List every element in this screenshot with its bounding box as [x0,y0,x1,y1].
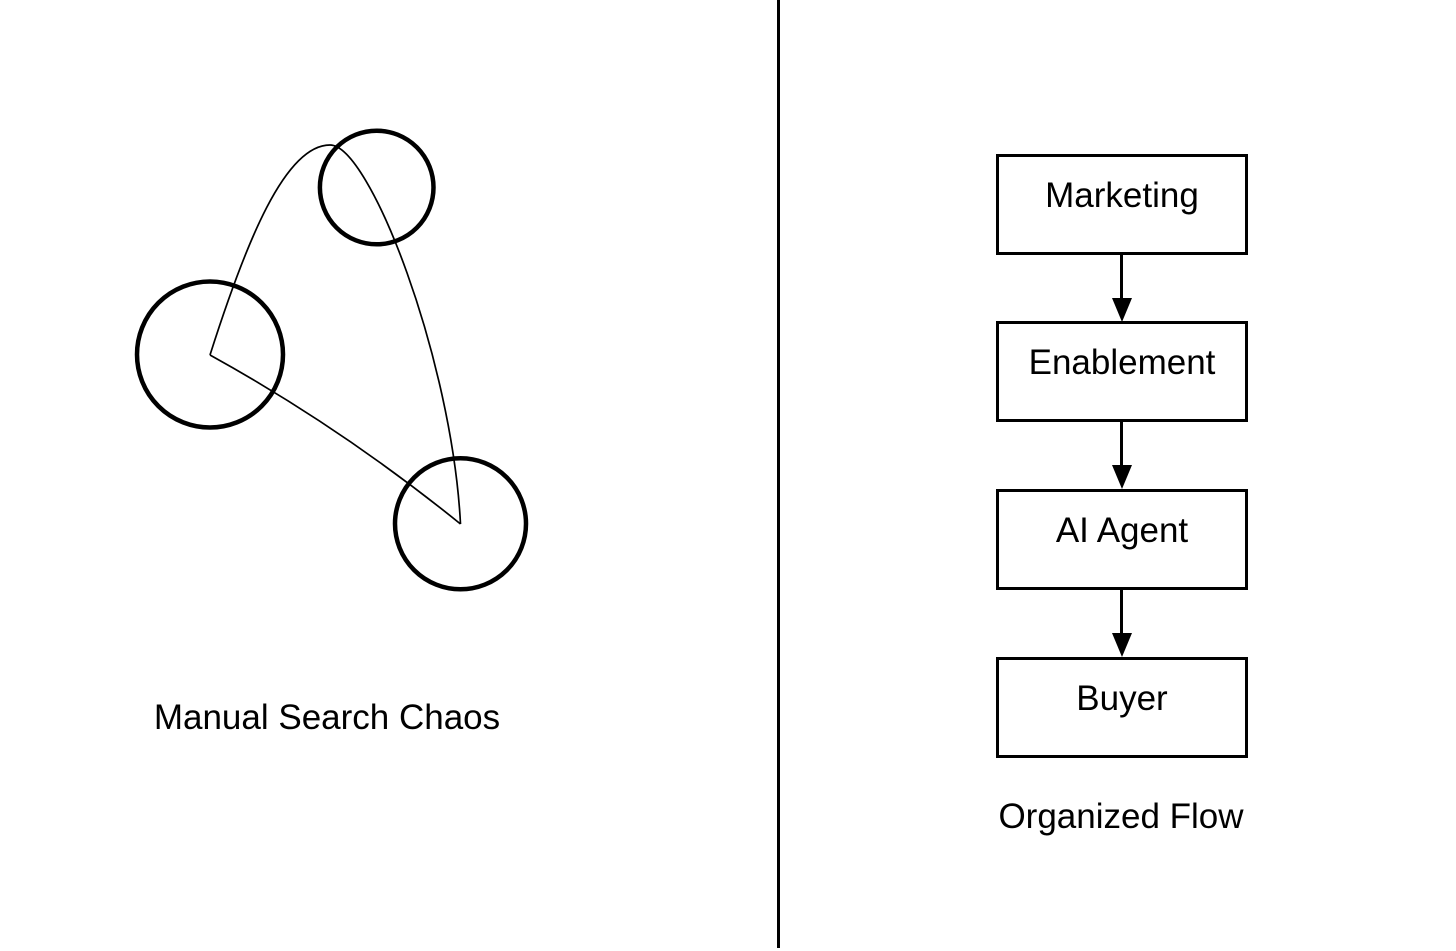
flow-node-ai-agent: AI Agent [996,489,1248,590]
flow-arrow-1-shaft [1120,255,1123,299]
left-panel-caption: Manual Search Chaos [153,698,501,737]
flow-node-buyer: Buyer [996,657,1248,758]
flow-arrow-2-head [1111,465,1132,489]
chaos-arc-connector [209,144,462,525]
flow-arrow-3-shaft [1120,590,1123,634]
left-panel [134,128,529,592]
chaos-sketch [134,128,529,592]
chaos-circle-left [134,279,286,430]
chaos-line-connector [209,354,462,525]
flow-node-marketing: Marketing [996,154,1248,255]
flow-arrow-3-head [1111,633,1132,657]
flow-arrow-2-shaft [1120,422,1123,466]
panel-divider [777,0,780,948]
flow-arrow-1-head [1111,298,1132,322]
chaos-circle-bottom [392,456,529,592]
flow-node-enablement: Enablement [996,321,1248,422]
chaos-circle-top [317,128,436,247]
right-panel-caption: Organized Flow [998,797,1244,836]
